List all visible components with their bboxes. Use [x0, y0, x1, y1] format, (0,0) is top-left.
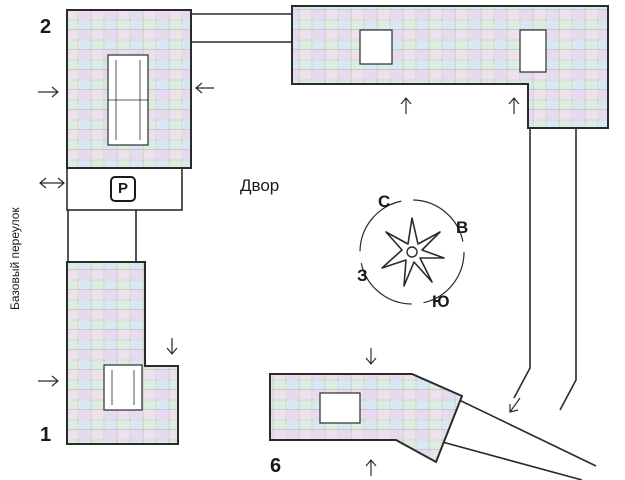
compass-east-label: В: [456, 218, 469, 237]
building-3: [291, 5, 609, 129]
arrow-b3-south-1: [400, 97, 412, 114]
parking-icon: P: [110, 176, 136, 202]
arrow-b1-west: [38, 375, 59, 387]
building-1-label: 1: [40, 424, 52, 446]
arrow-b3-south-2: [508, 97, 520, 114]
building-2-label: 2: [40, 16, 52, 38]
arrow-connector: [509, 397, 521, 413]
arrow-b6-north: [365, 348, 377, 365]
yard-label: Двор: [240, 176, 280, 195]
building-2: [66, 9, 192, 169]
arrow-b2-west: [38, 86, 59, 98]
arrow-street-in: [39, 177, 65, 189]
compass-west-label: З: [357, 266, 368, 285]
connector-2-3: [190, 13, 292, 43]
building-6-label: 6: [270, 455, 282, 477]
connector-3-6: [513, 128, 577, 411]
connector-6-east: [434, 397, 597, 480]
entrance-arrows: [38, 82, 521, 476]
street-label: Базовый переулок: [8, 207, 22, 310]
connector-2-1: [67, 210, 137, 262]
compass-ring: [359, 199, 465, 305]
connectors: [67, 13, 597, 480]
compass-south-label: Ю: [432, 292, 450, 311]
compass-north-label: С: [378, 192, 391, 211]
arrow-b2-east: [195, 82, 214, 94]
arrow-b1-north: [166, 338, 178, 355]
building-6: [269, 373, 464, 464]
arrow-b6-south: [365, 459, 377, 476]
compass-rose: [359, 199, 465, 305]
parking-block: [66, 167, 183, 211]
building-1: [66, 261, 179, 445]
